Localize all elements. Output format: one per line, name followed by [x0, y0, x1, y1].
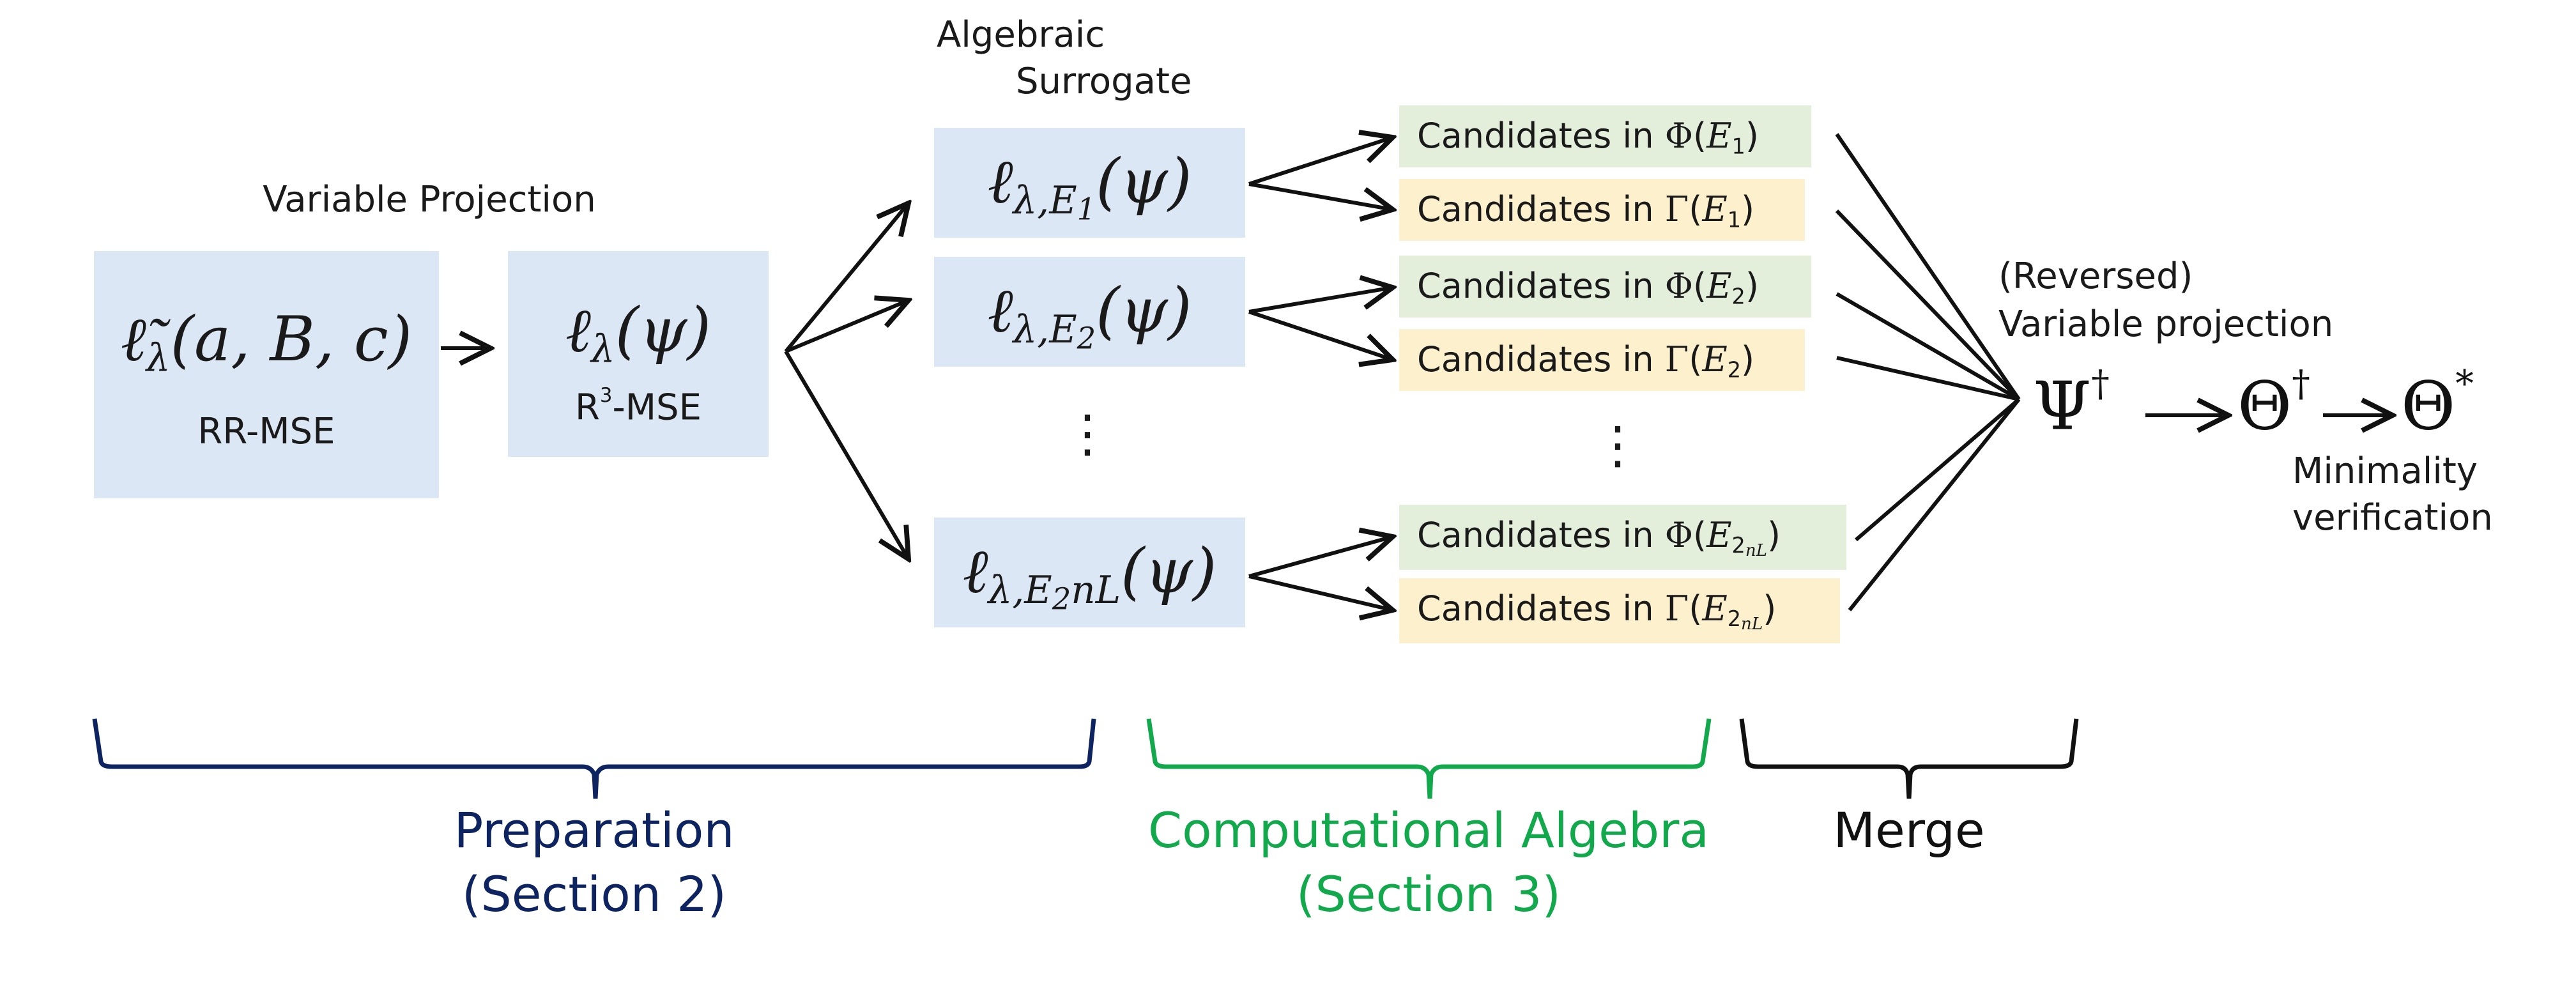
- reversed-heading-line2: Variable projection: [1998, 303, 2334, 345]
- surrogate-formula-3: ℓλ,E2nL(ψ): [962, 535, 1217, 616]
- candidates-phi-e2nl-text: Candidates in Φ(E2nL): [1417, 515, 1781, 561]
- candidates-phi-e1-text: Candidates in Φ(E1): [1417, 116, 1759, 159]
- r3-mse-formula: ℓλ(ψ): [565, 295, 711, 372]
- candidates-gamma-e2-text: Candidates in Γ(E2): [1417, 339, 1755, 383]
- variable-projection-heading: Variable Projection: [263, 179, 596, 220]
- brace-preparation: [92, 718, 1096, 799]
- r3-mse-box: ℓλ(ψ) R3-MSE: [508, 251, 769, 457]
- minimality-line1: Minimality: [2292, 450, 2478, 492]
- rr-mse-label: RR-MSE: [197, 411, 335, 452]
- arrow-r3-to-surrogate-2: [785, 300, 908, 353]
- candidates-vdots: ⋮: [1592, 415, 1643, 475]
- section-merge-name: Merge: [1833, 802, 1985, 859]
- arrow-s3-to-phi3: [1248, 537, 1393, 578]
- merge-line-6: [1848, 398, 2021, 611]
- section-computational-ref: (Section 3): [1296, 866, 1561, 923]
- rr-mse-formula: ℓ̃λ(a, B, c): [120, 303, 413, 381]
- merge-line-1: [1835, 133, 2021, 401]
- candidates-phi-e2: Candidates in Φ(E2): [1399, 256, 1811, 318]
- section-preparation-name: Preparation: [454, 802, 735, 859]
- psi-dagger-symbol: Ψ†: [2033, 363, 2110, 445]
- algebraic-heading-line1: Algebraic: [937, 14, 1105, 56]
- minimality-line2: verification: [2292, 497, 2493, 539]
- candidates-gamma-e2: Candidates in Γ(E2): [1399, 329, 1805, 391]
- reversed-heading-line1: (Reversed): [1998, 256, 2193, 297]
- surrogate-vdots: ⋮: [1062, 404, 1113, 463]
- arrow-s2-to-gamma2: [1248, 310, 1393, 360]
- algebraic-heading-line2: Surrogate: [1016, 61, 1192, 102]
- arrow-r3-to-surrogate-3: [784, 350, 908, 559]
- brace-computational-algebra: [1146, 718, 1712, 799]
- merge-line-4: [1836, 356, 2020, 401]
- merge-line-2: [1835, 209, 2021, 401]
- merge-line-3: [1836, 292, 2020, 401]
- candidates-phi-e2-text: Candidates in Φ(E2): [1417, 266, 1759, 309]
- candidates-gamma-e1-text: Candidates in Γ(E1): [1417, 189, 1755, 233]
- arrow-r3-to-surrogate-1: [784, 203, 908, 353]
- arrow-s3-to-gamma3: [1248, 574, 1393, 610]
- surrogate-box-2: ℓλ,E2(ψ): [934, 257, 1245, 367]
- surrogate-box-3: ℓλ,E2nL(ψ): [934, 518, 1245, 627]
- arrow-s1-to-phi1: [1248, 137, 1393, 186]
- r3-mse-label: R3-MSE: [575, 384, 702, 429]
- theta-star-symbol: Θ*: [2401, 363, 2474, 445]
- candidates-phi-e1: Candidates in Φ(E1): [1399, 105, 1811, 167]
- arrow-s2-to-phi2: [1248, 288, 1393, 314]
- section-computational-name: Computational Algebra: [1148, 802, 1709, 859]
- candidates-gamma-e1: Candidates in Γ(E1): [1399, 179, 1805, 241]
- surrogate-box-1: ℓλ,E1(ψ): [934, 128, 1245, 238]
- surrogate-formula-1: ℓλ,E1(ψ): [987, 146, 1192, 226]
- candidates-phi-e2nl: Candidates in Φ(E2nL): [1399, 505, 1846, 570]
- brace-merge: [1739, 718, 2079, 799]
- merge-line-5: [1855, 397, 2020, 542]
- candidates-gamma-e2nl-text: Candidates in Γ(E2nL): [1417, 588, 1777, 634]
- candidates-gamma-e2nl: Candidates in Γ(E2nL): [1399, 578, 1840, 643]
- surrogate-formula-2: ℓλ,E2(ψ): [987, 275, 1192, 355]
- section-preparation-ref: (Section 2): [461, 866, 727, 923]
- arrow-s1-to-gamma1: [1248, 182, 1393, 210]
- theta-dagger-symbol: Θ†: [2237, 363, 2310, 445]
- rr-mse-box: ℓ̃λ(a, B, c) RR-MSE: [94, 251, 439, 498]
